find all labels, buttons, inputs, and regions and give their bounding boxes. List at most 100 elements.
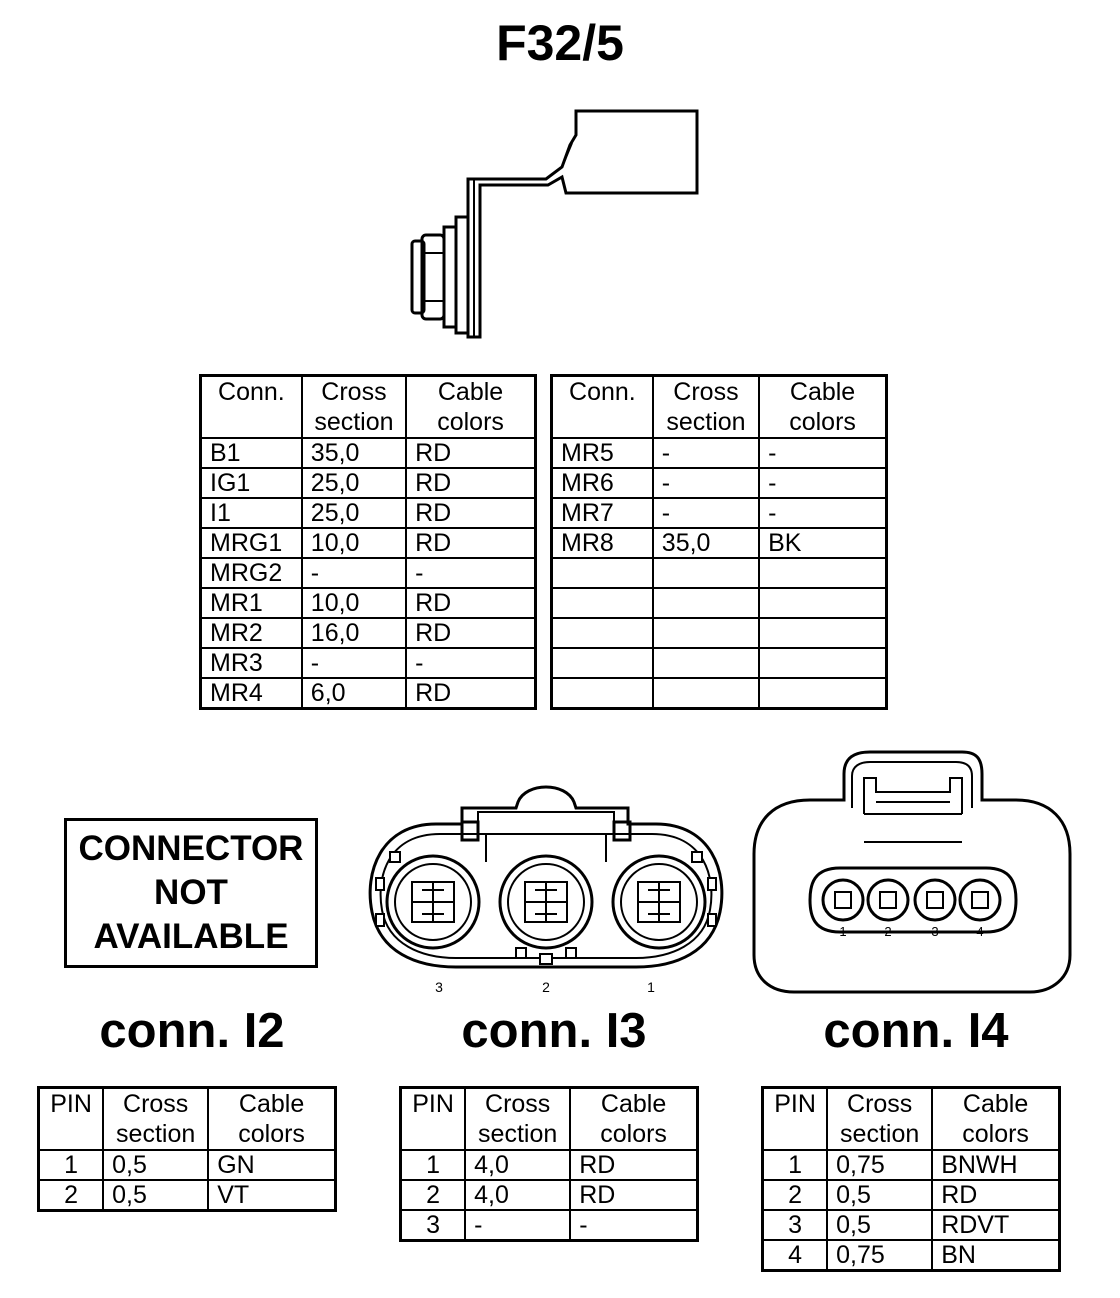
cell-id — [550, 587, 654, 619]
page-title: F32/5 — [496, 15, 624, 71]
cell-cross-section: 0,5 — [826, 1209, 934, 1241]
cell-cable-color: RD — [405, 437, 537, 469]
cell-cable-color: BNWH — [931, 1149, 1061, 1181]
header-cross-section: Cross section — [300, 374, 408, 439]
cell-cross-section: 0,5 — [102, 1149, 210, 1181]
cell-cable-color: RD — [405, 617, 537, 649]
cell-cable-color: RD — [405, 497, 537, 529]
cell-cross-section: 25,0 — [300, 467, 408, 499]
table-row — [550, 557, 888, 589]
cell-id — [550, 557, 654, 589]
cell-cross-section: - — [651, 467, 761, 499]
cell-cross-section — [651, 587, 761, 619]
cell-cross-section: 4,0 — [464, 1149, 572, 1181]
cell-cable-color: RD — [405, 527, 537, 559]
conn-i4-label: conn. I4 — [823, 1004, 1009, 1058]
cell-cable-color: - — [758, 497, 888, 529]
i4-pin-number-1: 1 — [839, 924, 846, 939]
cell-id: MRG1 — [199, 527, 303, 559]
table-row: MRG2-- — [199, 557, 537, 589]
cell-id: B1 — [199, 437, 303, 469]
connector-not-available-box: CONNECTOR NOT AVAILABLE — [64, 818, 318, 968]
cell-id: 1 — [399, 1149, 467, 1181]
header-pin: PIN — [37, 1086, 105, 1151]
header-cross-section: Cross section — [102, 1086, 210, 1151]
cell-id: 2 — [37, 1179, 105, 1212]
header-cable-colors: Cable colors — [405, 374, 537, 439]
cell-cross-section: 25,0 — [300, 497, 408, 529]
header-cable-colors: Cable colors — [758, 374, 888, 439]
cell-cable-color — [758, 617, 888, 649]
table-row: MR5-- — [550, 437, 888, 469]
cell-cable-color: - — [758, 467, 888, 499]
cell-cable-color: RD — [569, 1179, 699, 1211]
cell-id: MR5 — [550, 437, 654, 469]
cell-cable-color: - — [405, 557, 537, 589]
cell-cross-section: 35,0 — [300, 437, 408, 469]
connector-i3-drawing: 3 2 1 — [368, 785, 724, 995]
cell-cable-color — [758, 647, 888, 679]
cell-id: MRG2 — [199, 557, 303, 589]
cell-cross-section — [651, 617, 761, 649]
cell-id: MR3 — [199, 647, 303, 679]
cell-cable-color: GN — [207, 1149, 337, 1181]
cell-cross-section: 0,5 — [102, 1179, 210, 1212]
conn-i3-label: conn. I3 — [461, 1004, 647, 1058]
main-connection-table-right: Conn. Cross section Cable colors MR5--MR… — [550, 374, 888, 710]
cell-cable-color: BK — [758, 527, 888, 559]
cell-cable-color: RD — [405, 677, 537, 710]
cell-cross-section: - — [651, 497, 761, 529]
header-cross-section: Cross section — [464, 1086, 572, 1151]
cell-cross-section — [651, 677, 761, 710]
cell-id: MR7 — [550, 497, 654, 529]
table-row — [550, 587, 888, 619]
cell-id: 3 — [761, 1209, 829, 1241]
table-row: MR6-- — [550, 467, 888, 499]
connector-i4-drawing: 1 2 3 4 — [752, 750, 1072, 994]
cell-cross-section — [651, 557, 761, 589]
cell-id: MR2 — [199, 617, 303, 649]
table-row — [550, 617, 888, 649]
cell-id: 4 — [761, 1239, 829, 1272]
header-cable-colors: Cable colors — [207, 1086, 337, 1151]
cell-cross-section: 16,0 — [300, 617, 408, 649]
cell-cable-color: RD — [405, 467, 537, 499]
cell-cable-color: - — [405, 647, 537, 679]
cell-cable-color: RD — [569, 1149, 699, 1181]
cell-cable-color: RD — [931, 1179, 1061, 1211]
terminal-bracket-drawing — [410, 109, 699, 339]
cell-cross-section: 35,0 — [651, 527, 761, 559]
cell-id: 2 — [761, 1179, 829, 1211]
i3-pin-number-2: 2 — [542, 979, 550, 995]
cell-cross-section: 0,5 — [826, 1179, 934, 1211]
cell-cable-color: BN — [931, 1239, 1061, 1272]
cell-id: 2 — [399, 1179, 467, 1211]
cell-cable-color: - — [758, 437, 888, 469]
cell-cross-section: 10,0 — [300, 527, 408, 559]
cell-cross-section: - — [464, 1209, 572, 1242]
header-conn: Conn. — [199, 374, 303, 439]
i4-pin-number-3: 3 — [931, 924, 938, 939]
cell-id — [550, 617, 654, 649]
header-cross-section: Cross section — [651, 374, 761, 439]
header-pin: PIN — [399, 1086, 467, 1151]
cell-cable-color — [758, 557, 888, 589]
cell-cross-section — [651, 647, 761, 679]
cell-id: 3 — [399, 1209, 467, 1242]
cell-id: MR8 — [550, 527, 654, 559]
cell-cross-section: 4,0 — [464, 1179, 572, 1211]
